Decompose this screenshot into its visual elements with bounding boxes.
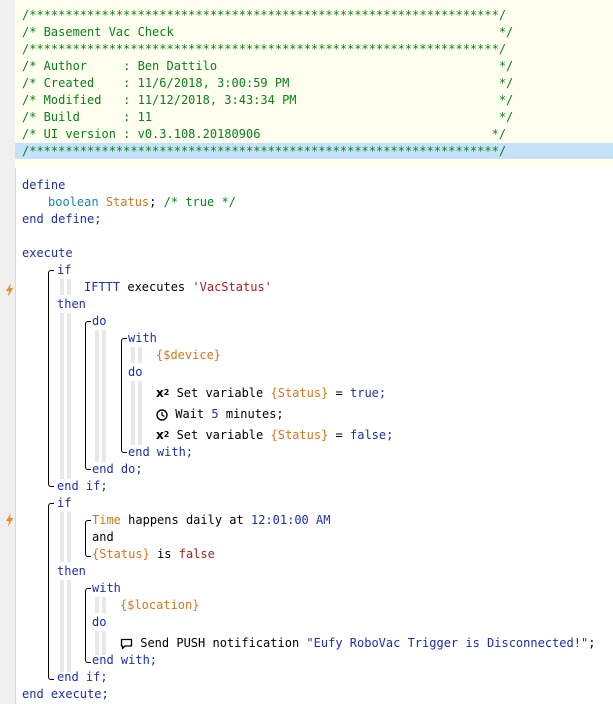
then-keyword[interactable]: then	[57, 297, 86, 311]
indent-guide	[60, 313, 64, 479]
selected-line-highlight	[15, 143, 613, 159]
ifttt-condition[interactable]: IFTTT executes 'VacStatus'	[84, 280, 272, 294]
define-keyword[interactable]: define	[22, 178, 66, 192]
indent-guide	[95, 597, 99, 613]
if-bracket-line	[48, 511, 49, 677]
end-execute-keyword[interactable]: end execute;	[22, 687, 109, 701]
indent-guide	[60, 512, 64, 562]
with-keyword[interactable]: with	[128, 331, 157, 345]
header-ui-version: /* UI version : v0.3.108.20180906 */	[22, 127, 507, 141]
header-title: /* Basement Vac Check */	[22, 25, 514, 39]
set-variable-statement[interactable]: x2 Set variable {Status} = true;	[156, 386, 387, 400]
if-keyword[interactable]: if	[57, 263, 72, 277]
variable-declaration[interactable]: boolean Status; /* true */	[48, 195, 236, 209]
indent-guide	[95, 330, 99, 462]
end-define-keyword[interactable]: end define;	[22, 212, 102, 226]
with-bracket-end	[121, 444, 127, 453]
speech-bubble-icon	[120, 638, 133, 649]
indent-guide	[102, 597, 106, 613]
header-author: /* Author : Ben Dattilo */	[22, 59, 514, 73]
with-bracket	[85, 588, 91, 597]
do-keyword[interactable]: do	[128, 365, 143, 379]
with-bracket-line	[85, 596, 86, 660]
var-status: Status	[105, 195, 150, 209]
location-variable[interactable]: {$location}	[120, 598, 200, 612]
superscript-x2-icon: x2	[156, 386, 170, 400]
end-do-keyword[interactable]: end do;	[92, 462, 143, 476]
status-condition[interactable]: {Status} is false	[92, 547, 215, 561]
end-if-keyword[interactable]: end if;	[57, 479, 108, 493]
trigger-lightning-icon[interactable]	[5, 283, 14, 297]
do-keyword[interactable]: do	[92, 314, 107, 328]
indent-guide	[131, 381, 135, 445]
execute-keyword[interactable]: execute	[22, 246, 73, 260]
header-border-bottom[interactable]: /***************************************…	[22, 144, 507, 158]
header-build: /* Build : 11 */	[22, 110, 514, 124]
header-comment-block	[15, 0, 613, 168]
if-bracket	[48, 270, 54, 279]
do-bracket	[85, 321, 91, 330]
end-if-keyword[interactable]: end if;	[57, 670, 108, 684]
indent-guide	[102, 330, 106, 462]
header-created: /* Created : 11/6/2018, 3:00:59 PM */	[22, 76, 514, 90]
indent-guide	[67, 313, 71, 479]
condition-bracket-end	[85, 548, 91, 557]
end-with-keyword[interactable]: end with;	[92, 653, 158, 667]
if-keyword[interactable]: if	[57, 496, 72, 510]
condition-bracket-line	[85, 528, 86, 554]
if-bracket-line	[48, 278, 49, 484]
and-operator[interactable]: and	[92, 530, 114, 544]
type-boolean: boolean	[48, 195, 99, 209]
with-bracket	[121, 338, 127, 347]
inline-comment: /* true */	[163, 195, 236, 209]
if-bracket	[48, 503, 54, 512]
if-bracket-end	[48, 478, 54, 487]
condition-bracket	[85, 520, 91, 529]
device-variable[interactable]: {$device}	[156, 348, 222, 362]
indent-guide	[102, 631, 106, 655]
indent-guide	[67, 279, 71, 295]
indent-guide	[138, 347, 142, 363]
indent-guide	[138, 381, 142, 445]
header-modified: /* Modified : 11/12/2018, 3:43:34 PM */	[22, 93, 514, 107]
then-keyword[interactable]: then	[57, 564, 86, 578]
header-border-top: /***************************************…	[22, 8, 507, 22]
with-keyword[interactable]: with	[92, 581, 121, 595]
with-bracket-end	[85, 654, 91, 663]
push-notification-statement[interactable]: Send PUSH notification "Eufy RoboVac Tri…	[120, 635, 595, 652]
indent-guide	[95, 631, 99, 655]
indent-guide	[60, 580, 64, 672]
indent-guide	[67, 512, 71, 562]
do-bracket-line	[85, 329, 86, 467]
if-bracket-end	[48, 671, 54, 680]
trigger-lightning-icon[interactable]	[5, 513, 14, 527]
indent-guide	[60, 279, 64, 295]
do-bracket-end	[85, 461, 91, 470]
with-bracket-line	[121, 346, 122, 450]
clock-icon	[156, 408, 168, 421]
time-condition[interactable]: Time happens daily at 12:01:00 AM	[92, 513, 331, 527]
end-with-keyword[interactable]: end with;	[128, 445, 194, 459]
superscript-x2-icon: x2	[156, 428, 170, 442]
header-border: /***************************************…	[22, 42, 507, 56]
line-gutter	[0, 0, 16, 704]
indent-guide	[131, 347, 135, 363]
set-variable-statement[interactable]: x2 Set variable {Status} = false;	[156, 428, 394, 442]
indent-guide	[67, 580, 71, 672]
do-keyword[interactable]: do	[92, 615, 107, 629]
wait-statement[interactable]: Wait 5 minutes;	[156, 406, 284, 423]
